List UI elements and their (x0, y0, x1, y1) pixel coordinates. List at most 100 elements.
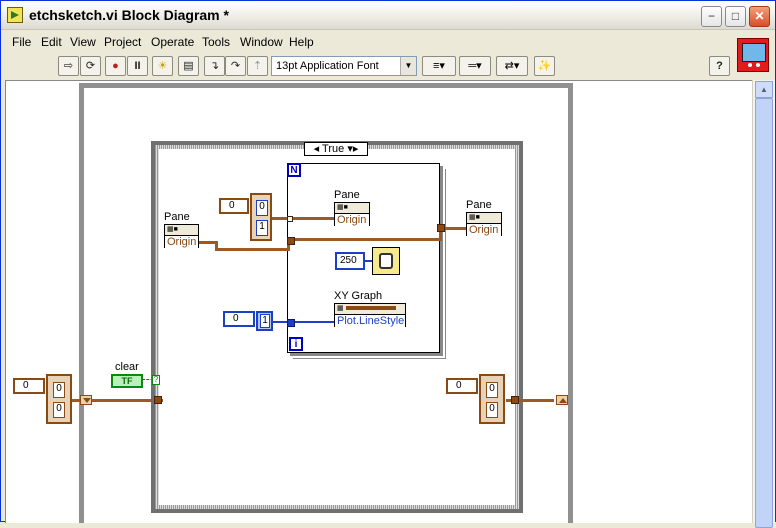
right-elem-0[interactable]: 0 (486, 382, 498, 398)
font-select-value: 13pt Application Font (276, 60, 379, 72)
align-objects-button[interactable]: ≡▾ (422, 56, 456, 76)
vi-icon[interactable] (737, 38, 769, 72)
title-bar[interactable]: etchsketch.vi Block Diagram * − □ ✕ (1, 1, 775, 30)
for-loop-index-tunnel[interactable] (287, 216, 293, 222)
wire[interactable] (215, 241, 218, 251)
property-node-header-icon: ▦■ (337, 204, 348, 211)
pane-right-label: Pane (466, 199, 492, 211)
wire[interactable] (506, 399, 554, 402)
for-loop-tunnel[interactable] (287, 319, 295, 327)
minimize-button[interactable]: − (701, 6, 722, 27)
step-over-button[interactable]: ↷ (225, 56, 246, 76)
for-loop-iteration-terminal[interactable]: i (289, 337, 303, 351)
block-diagram-canvas[interactable]: ◂ True ▾▸ N i Pane ▦■ (5, 80, 752, 523)
menu-file[interactable]: File (12, 35, 32, 49)
clear-boolean-terminal[interactable]: TF (111, 374, 143, 388)
linestyle-array-constant[interactable]: 1 (256, 311, 273, 331)
xy-graph-property-node[interactable]: ▦ Plot.LineStyle (334, 303, 406, 327)
linestyle-array-index-value: 0 (233, 313, 239, 324)
wait-ms-constant[interactable]: 250 (335, 252, 365, 270)
while-loop[interactable] (79, 83, 573, 523)
pane-inner-origin[interactable]: Origin (335, 213, 369, 226)
menu-tools[interactable]: Tools (202, 35, 231, 49)
wire[interactable] (215, 248, 287, 251)
right-cluster-array[interactable]: 0 0 (479, 374, 505, 424)
labview-app-icon[interactable] (7, 7, 23, 23)
pane-right-property-node[interactable]: ▦■ Origin (466, 212, 502, 236)
origin-elem-0[interactable]: 0 (256, 200, 268, 216)
right-elem-1[interactable]: 0 (486, 402, 498, 418)
chevron-down-icon (83, 398, 91, 403)
left-cluster-array[interactable]: 0 0 (46, 374, 72, 424)
left-elem-0[interactable]: 0 (53, 382, 65, 398)
left-elem-1[interactable]: 0 (53, 402, 65, 418)
wire[interactable] (362, 260, 372, 262)
case-selector-terminal[interactable]: ? (152, 375, 160, 385)
case-selector[interactable]: ◂ True ▾▸ (304, 142, 368, 156)
pane-left-origin[interactable]: Origin (165, 235, 198, 248)
wire[interactable] (439, 227, 467, 230)
left-array-index-value: 0 (23, 380, 29, 391)
clean-up-diagram-button[interactable]: ✨ (534, 56, 555, 76)
left-array-index[interactable]: 0 (13, 378, 45, 394)
xy-graph-plot-linestyle[interactable]: Plot.LineStyle (335, 314, 405, 327)
pause-button[interactable]: II (127, 56, 148, 76)
menu-project[interactable]: Project (104, 35, 142, 49)
run-continuously-button[interactable]: ⟳ (80, 56, 101, 76)
retain-wire-values-button[interactable]: ▤ (178, 56, 199, 76)
shift-register-left[interactable] (80, 395, 92, 405)
pane-left-label: Pane (164, 211, 190, 223)
run-button[interactable]: ⇨ (58, 56, 79, 76)
distribute-objects-button[interactable]: ═▾ (459, 56, 491, 76)
reorder-button[interactable]: ⇄▾ (496, 56, 528, 76)
wire[interactable] (272, 217, 334, 220)
abort-button[interactable]: ● (105, 56, 126, 76)
menu-bar: File Edit View Project Operate Tools Win… (1, 31, 731, 52)
for-loop-tunnel[interactable] (287, 237, 295, 245)
chevron-up-icon (559, 398, 567, 403)
pane-right-origin[interactable]: Origin (467, 223, 501, 236)
menu-operate[interactable]: Operate (151, 35, 195, 49)
wire[interactable] (287, 239, 290, 251)
case-selector-value: True (322, 143, 345, 155)
step-out-button[interactable]: ⇡ (247, 56, 268, 76)
wire[interactable] (287, 238, 442, 241)
highlight-execution-button[interactable]: ☀ (152, 56, 173, 76)
pane-left-property-node[interactable]: ▦■ Origin (164, 224, 199, 248)
wire[interactable] (142, 379, 158, 380)
case-next-icon[interactable]: ▾▸ (347, 143, 359, 155)
for-loop-count-terminal[interactable]: N (287, 163, 301, 177)
origin-cluster-constant[interactable]: 0 1 (250, 193, 272, 241)
case-tunnel[interactable] (154, 396, 162, 404)
wait-ms-function[interactable] (372, 247, 400, 275)
wire[interactable] (197, 241, 217, 244)
origin-array-index[interactable]: 0 (219, 198, 249, 214)
for-loop-tunnel[interactable] (437, 224, 445, 232)
pane-inner-property-node[interactable]: ▦■ Origin (334, 202, 370, 226)
linestyle-array-index[interactable]: 0 (223, 311, 255, 327)
close-button[interactable]: ✕ (749, 6, 770, 27)
chevron-down-icon[interactable]: ▼ (400, 57, 416, 75)
vertical-scrollbar[interactable]: ▲ (752, 80, 775, 528)
maximize-button[interactable]: □ (725, 6, 746, 27)
linestyle-elem-0[interactable]: 1 (260, 314, 270, 328)
window-title: etchsketch.vi Block Diagram * (29, 7, 229, 23)
origin-elem-1[interactable]: 1 (256, 220, 268, 236)
menu-window[interactable]: Window (240, 35, 283, 49)
right-array-index[interactable]: 0 (446, 378, 478, 394)
wire[interactable] (272, 321, 334, 323)
scroll-up-button[interactable]: ▲ (755, 81, 773, 98)
font-select[interactable]: 13pt Application Font ▼ (271, 56, 417, 76)
wire[interactable] (439, 227, 442, 241)
step-into-button[interactable]: ↴ (204, 56, 225, 76)
shift-register-right[interactable] (556, 395, 568, 405)
scrollbar-thumb[interactable] (755, 98, 773, 528)
menu-view[interactable]: View (70, 35, 96, 49)
wire[interactable] (72, 399, 152, 402)
xy-graph-label: XY Graph (334, 290, 383, 302)
menu-edit[interactable]: Edit (41, 35, 62, 49)
case-tunnel[interactable] (511, 396, 519, 404)
menu-help[interactable]: Help (289, 35, 314, 49)
context-help-button[interactable]: ? (709, 56, 730, 76)
case-prev-icon[interactable]: ◂ (313, 143, 320, 155)
